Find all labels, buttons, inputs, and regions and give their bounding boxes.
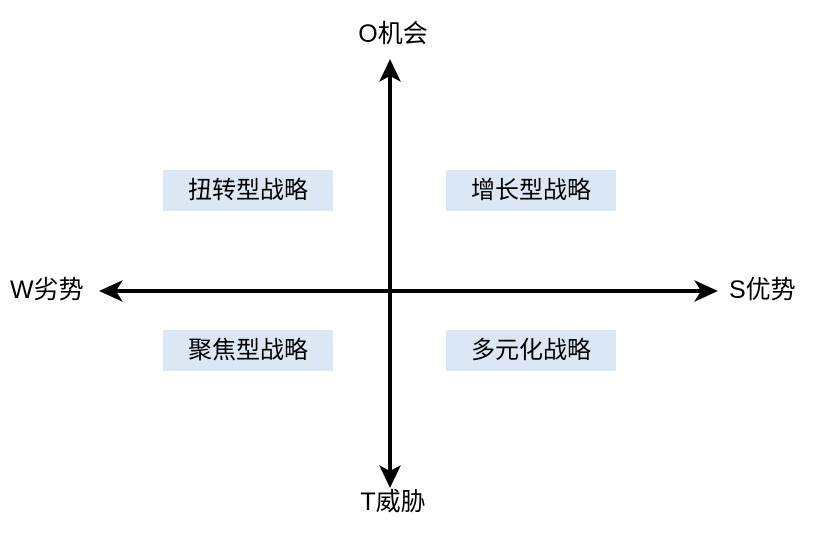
quadrant-label-diversification-strategy: 多元化战略 [471, 336, 591, 364]
quadrant-box-top-left: 扭转型战略 [163, 170, 333, 211]
left-arrowhead [99, 280, 123, 302]
quadrant-box-bottom-left: 聚焦型战略 [163, 330, 333, 371]
quadrant-box-top-right: 增长型战略 [446, 170, 616, 211]
down-arrowhead [379, 465, 401, 488]
quadrant-label-growth-strategy: 增长型战略 [471, 176, 591, 204]
up-arrowhead [379, 59, 401, 82]
quadrant-label-focus-strategy: 聚焦型战略 [188, 336, 308, 364]
quadrant-label-turnaround-strategy: 扭转型战略 [188, 176, 308, 204]
quadrant-box-bottom-right: 多元化战略 [446, 330, 616, 371]
axis-label-opportunity: O机会 [358, 20, 428, 48]
axis-label-threat: T威胁 [360, 488, 426, 516]
right-arrowhead [694, 280, 718, 302]
axis-label-weakness: W劣势 [10, 276, 84, 304]
axis-label-strength: S优势 [729, 276, 796, 304]
